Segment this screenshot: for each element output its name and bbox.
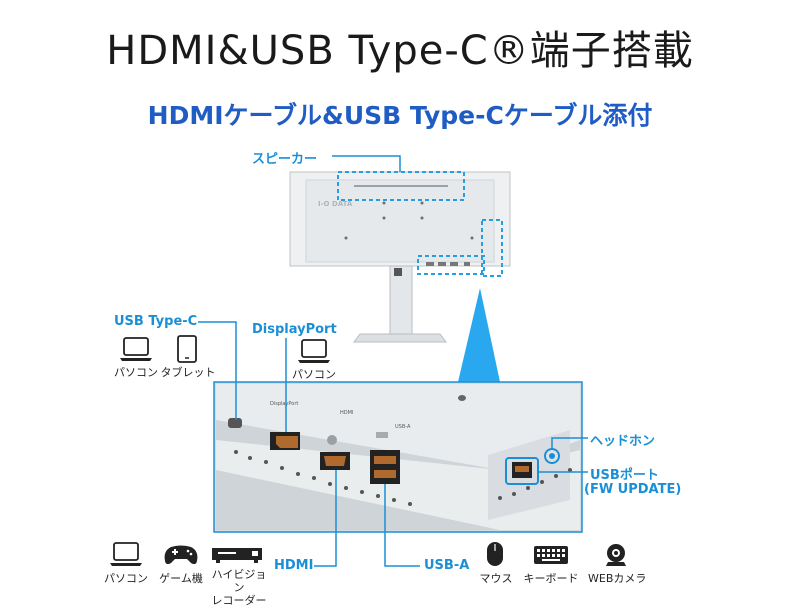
displayport-label: DisplayPort [252,322,337,337]
device-label: WEBカメラ [588,572,647,585]
brand-mark: I-O DATA [318,200,353,208]
usb-type-c-port [228,418,242,428]
laptop-icon [298,339,330,363]
hdmi-label: HDMI [274,558,314,573]
device-label: ハイビジョン レコーダー [211,568,267,607]
webcam-icon [606,544,626,566]
mouse-icon [487,542,503,566]
headphone-label: ヘッドホン [590,434,656,449]
device-label: キーボード [523,572,579,585]
keyboard-icon [534,546,568,564]
side-port-highlight [505,457,539,485]
usb-type-c-label: USB Type-C [114,314,198,329]
page-subtitle: HDMIケーブル&USB Type-Cケーブル添付 [147,101,653,130]
usb-a-label: USB-A [424,558,470,573]
device-label: パソコン [114,366,158,379]
device-label: ゲーム機 [159,572,203,585]
svg-text:HDMI: HDMI [340,410,353,416]
svg-text:USB-A: USB-A [395,424,411,430]
ports-zoom-panel: DisplayPort HDMI USB-A [213,381,583,533]
device-label: マウス [479,572,513,585]
device-label: パソコン [292,368,336,381]
device-label: パソコン [104,572,148,585]
speaker-highlight [337,171,465,201]
monitor-back [289,171,511,343]
speaker-label: スピーカー [252,152,318,167]
gamepad-icon [164,545,198,565]
laptop-icon [120,337,152,361]
zoom-pointer [458,288,500,382]
tablet-icon [177,335,197,363]
fw-update-label: (FW UPDATE) [584,482,682,497]
page-title: HDMI&USB Type-C®端子搭載 [106,28,694,74]
device-label: タブレット [160,366,216,379]
usb-port-label: USBポート [590,468,659,483]
laptop-icon [110,542,142,566]
recorder-icon [212,548,262,563]
svg-text:DisplayPort: DisplayPort [270,401,298,407]
callout-lines [198,155,588,567]
